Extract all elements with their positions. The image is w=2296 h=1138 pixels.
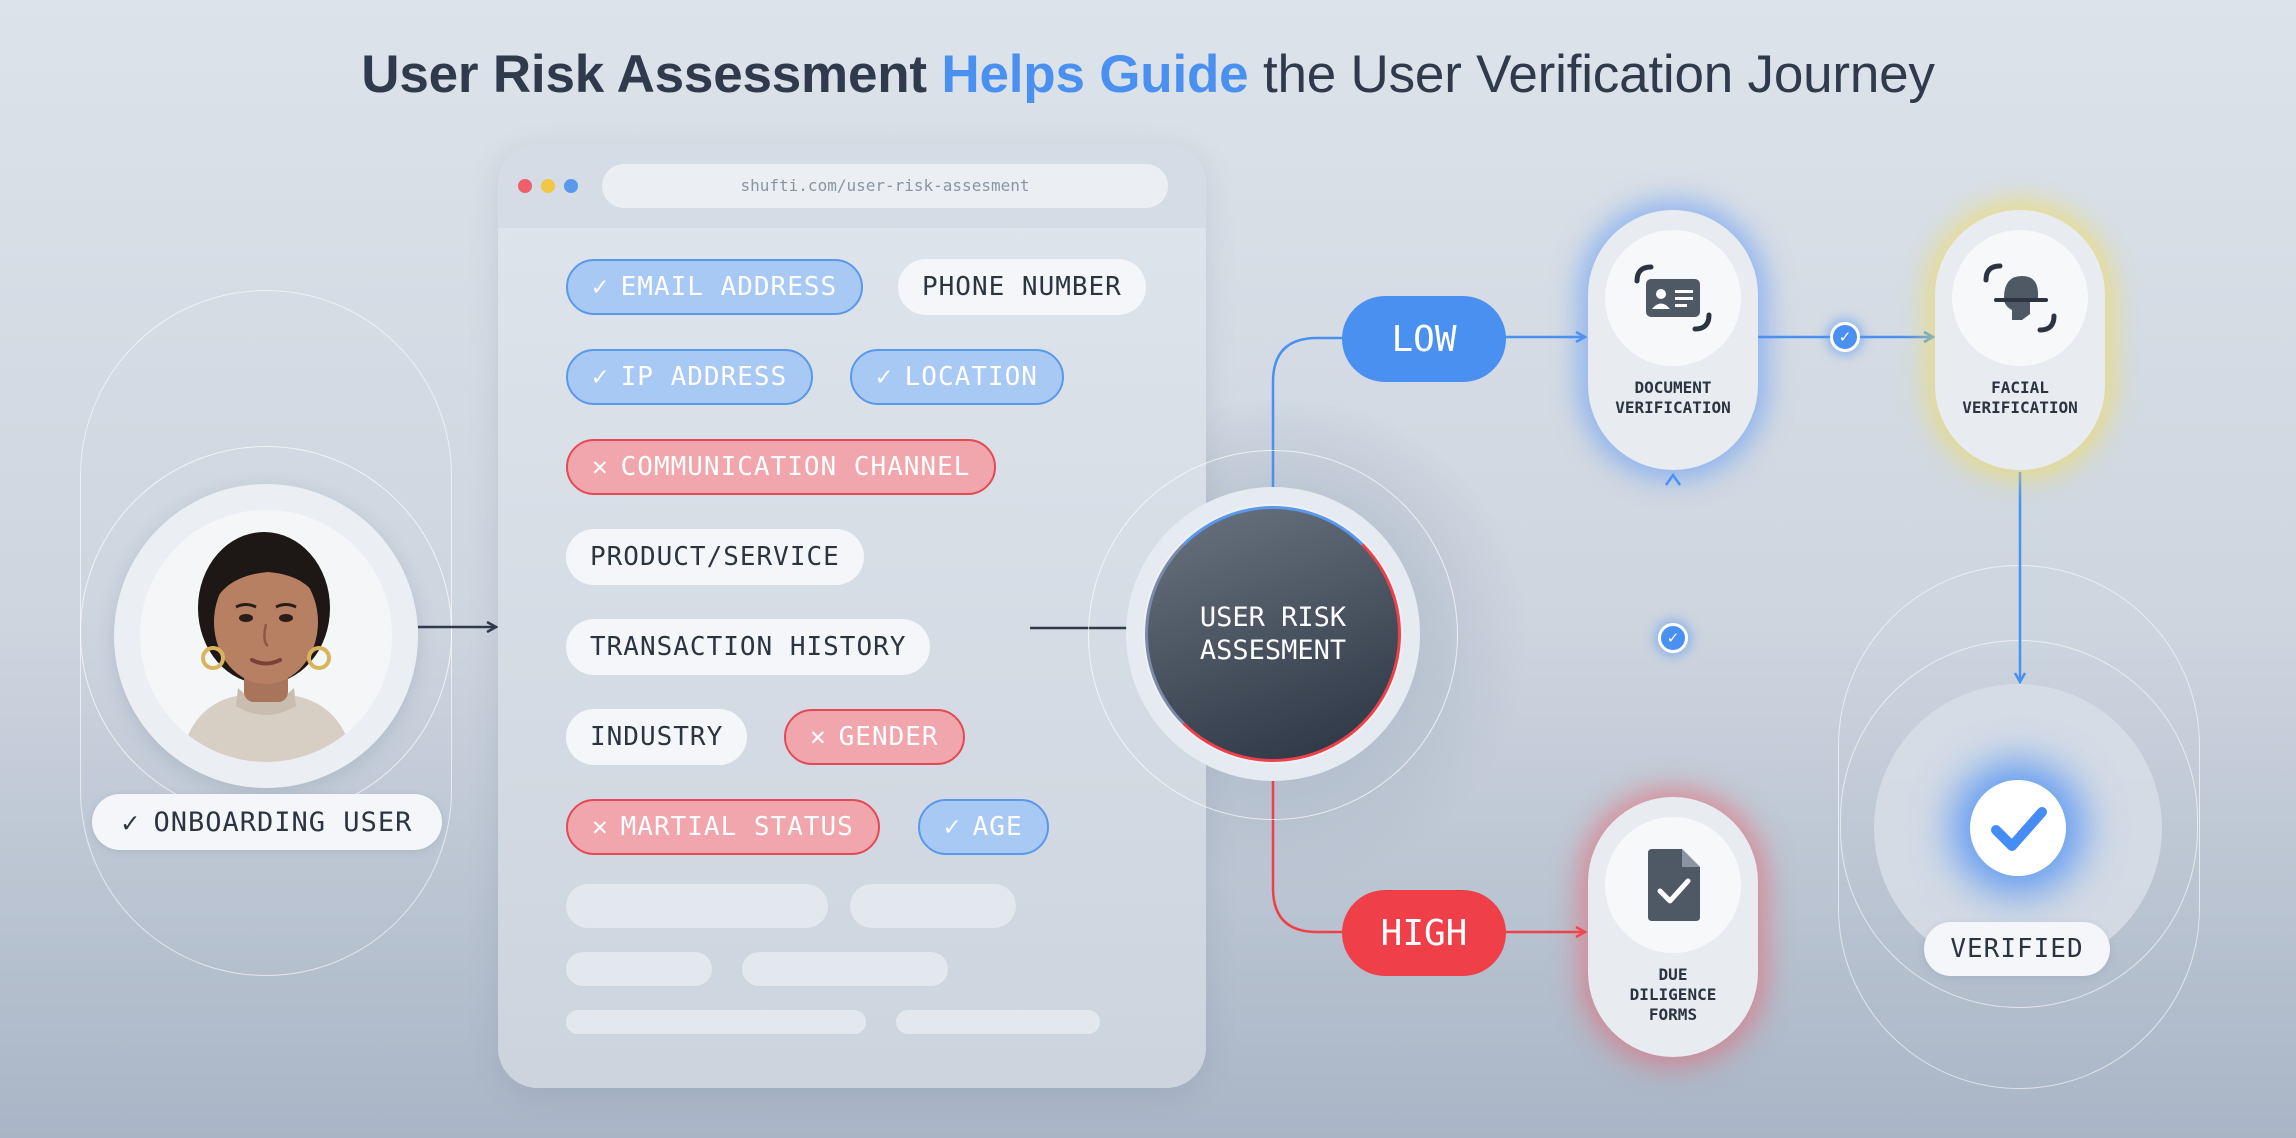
center-label-line-2: ASSESMENT xyxy=(1199,635,1347,666)
onboarding-user-badge: ✓ ONBOARDING USER xyxy=(92,794,442,850)
document-verification-step: DOCUMENT VERIFICATION xyxy=(1588,210,1758,470)
chip-communication-channel: ✕ COMMUNICATION CHANNEL xyxy=(566,439,997,495)
high-label: HIGH xyxy=(1380,912,1468,954)
checkmark-icon xyxy=(1991,807,2047,851)
cross-icon: ✕ xyxy=(810,722,827,752)
placeholder-line xyxy=(850,884,1016,928)
title-part-1: User Risk Assessment xyxy=(361,45,927,104)
chip-industry: INDUSTRY xyxy=(566,709,748,765)
chip-label: PHONE NUMBER xyxy=(922,272,1122,302)
facial-verification-step: FACIAL VERIFICATION xyxy=(1935,210,2105,470)
chip-label: COMMUNICATION CHANNEL xyxy=(620,452,971,482)
chip-label: INDUSTRY xyxy=(590,722,724,752)
facial-icon-frame xyxy=(1952,230,2088,366)
check-marker-vertical-icon: ✓ xyxy=(1658,623,1688,653)
document-check-icon xyxy=(1648,849,1700,921)
address-bar[interactable]: shufti.com/user-risk-assesment xyxy=(602,164,1168,208)
cross-icon: ✕ xyxy=(592,452,609,482)
user-risk-assessment-node: USER RISK ASSESMENT xyxy=(1145,506,1401,762)
facial-label-line-2: VERIFICATION xyxy=(1962,398,2078,417)
chip-label: EMAIL ADDRESS xyxy=(620,272,838,302)
check-icon: ✓ xyxy=(592,272,609,302)
chip-label: PRODUCT/SERVICE xyxy=(590,542,840,572)
arrowhead-up xyxy=(1664,472,1682,486)
title-part-3: the User Verification Journey xyxy=(1262,45,1935,104)
chip-label: IP ADDRESS xyxy=(620,362,788,392)
chip-phone-number: PHONE NUMBER xyxy=(898,259,1146,315)
onboarding-user-label: ONBOARDING USER xyxy=(153,806,413,838)
due-diligence-label-line-2: DILIGENCE xyxy=(1629,985,1717,1004)
document-verification-label: DOCUMENT VERIFICATION xyxy=(1588,378,1758,418)
placeholder-line xyxy=(566,952,712,986)
facial-verification-label: FACIAL VERIFICATION xyxy=(1935,378,2105,418)
line-center-to-high xyxy=(1271,762,1345,934)
chip-ip-address: ✓ IP ADDRESS xyxy=(566,349,814,405)
id-card-icon xyxy=(1634,264,1712,332)
verified-label: VERIFIED xyxy=(1950,934,2084,964)
check-icon: ✓ xyxy=(121,805,140,839)
chip-location: ✓ LOCATION xyxy=(850,349,1064,405)
browser-window: shufti.com/user-risk-assesment ✓ EMAIL A… xyxy=(498,144,1206,1088)
avatar xyxy=(140,510,392,762)
chip-label: LOCATION xyxy=(904,362,1038,392)
window-minimize-dot[interactable] xyxy=(541,179,555,193)
document-icon-frame xyxy=(1605,230,1741,366)
document-label-line-1: DOCUMENT xyxy=(1634,378,1712,397)
line-center-to-low xyxy=(1271,336,1345,506)
check-marker-horizontal-icon: ✓ xyxy=(1830,322,1860,352)
chip-email-address: ✓ EMAIL ADDRESS xyxy=(566,259,864,315)
chip-product-service: PRODUCT/SERVICE xyxy=(566,529,864,585)
due-diligence-label-line-3: FORMS xyxy=(1648,1005,1698,1024)
chip-label: GENDER xyxy=(838,722,939,752)
check-icon: ✓ xyxy=(944,812,961,842)
center-outer-ring xyxy=(1088,450,1458,820)
check-icon: ✓ xyxy=(876,362,893,392)
placeholder-line xyxy=(566,884,828,928)
title-part-2: Helps Guide xyxy=(941,45,1249,104)
center-label-line-1: USER RISK xyxy=(1199,602,1347,633)
low-label: LOW xyxy=(1391,318,1457,360)
verified-check-icon xyxy=(1970,780,2066,876)
verified-badge: VERIFIED xyxy=(1924,922,2110,976)
due-diligence-forms-step: DUE DILIGENCE FORMS xyxy=(1588,797,1758,1057)
chip-label: AGE xyxy=(972,812,1023,842)
due-diligence-label: DUE DILIGENCE FORMS xyxy=(1588,965,1758,1025)
window-close-dot[interactable] xyxy=(518,179,532,193)
placeholder-line xyxy=(742,952,948,986)
face-scan-icon xyxy=(1983,263,2057,333)
chip-label: MARTIAL STATUS xyxy=(620,812,854,842)
high-risk-pill: HIGH xyxy=(1342,890,1506,976)
facial-label-line-1: FACIAL xyxy=(1991,378,2049,397)
due-diligence-label-line-1: DUE xyxy=(1658,965,1688,984)
window-maximize-dot[interactable] xyxy=(564,179,578,193)
user-portrait-icon xyxy=(140,510,392,762)
placeholder-line xyxy=(566,1010,866,1034)
chip-age: ✓ AGE xyxy=(918,799,1049,855)
placeholder-line xyxy=(896,1010,1100,1034)
chip-gender: ✕ GENDER xyxy=(784,709,965,765)
chip-transaction-history: TRANSACTION HISTORY xyxy=(566,619,931,675)
chip-martial-status: ✕ MARTIAL STATUS xyxy=(566,799,880,855)
chip-label: TRANSACTION HISTORY xyxy=(590,632,907,662)
check-icon: ✓ xyxy=(592,362,609,392)
page-title: User Risk Assessment Helps Guide the Use… xyxy=(0,44,2296,105)
due-diligence-icon-frame xyxy=(1605,817,1741,953)
document-label-line-2: VERIFICATION xyxy=(1615,398,1731,417)
low-risk-pill: LOW xyxy=(1342,296,1506,382)
cross-icon: ✕ xyxy=(592,812,609,842)
